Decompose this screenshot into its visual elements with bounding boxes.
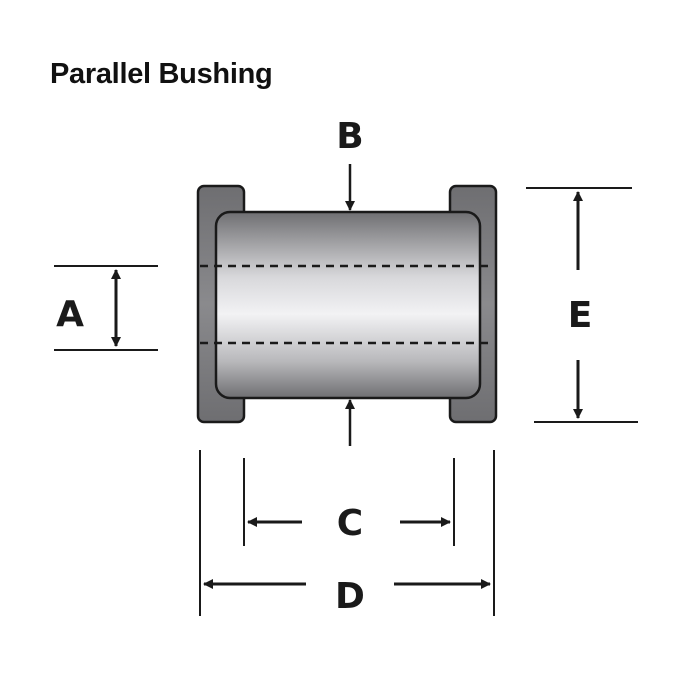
dimension-e-label: E [568,295,593,336]
dimension-a: A [54,265,158,351]
dimension-d: D [199,450,495,617]
dimension-b: B [336,116,364,446]
dimension-c-label: C [337,503,363,544]
dimension-d-label: D [335,576,365,617]
dimension-e: E [526,187,638,423]
dimension-a-label: A [56,294,84,335]
diagram-title: Parallel Bushing [50,58,273,90]
bushing-body [214,210,482,400]
dimension-c: C [243,458,455,546]
dimension-b-label: B [336,116,363,157]
